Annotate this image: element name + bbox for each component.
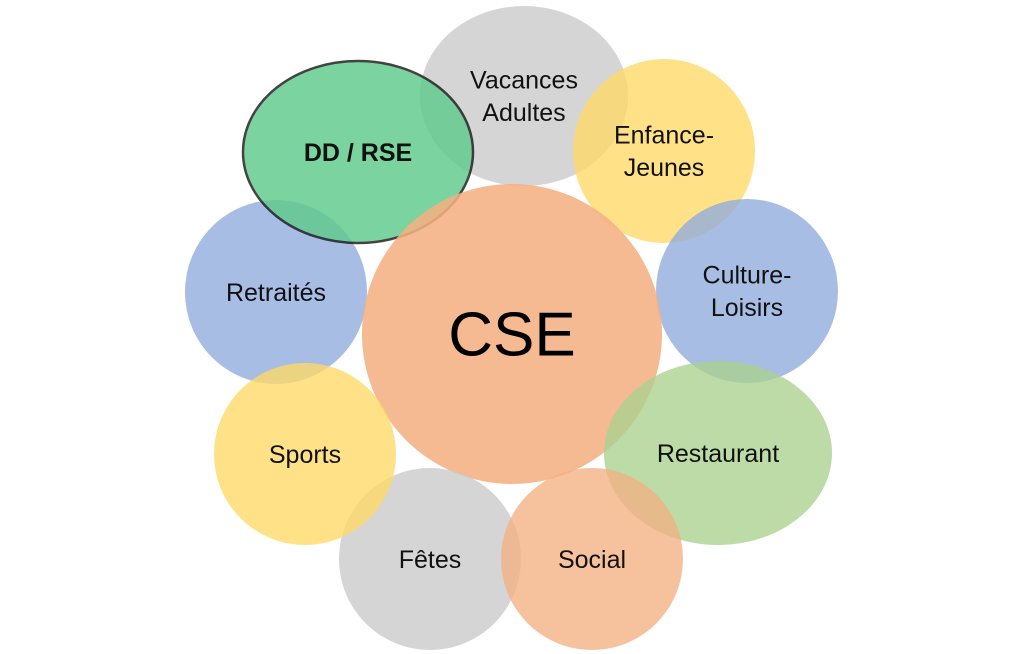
bubble-dd-rse: DD / RSE [241, 59, 475, 245]
center-bubble-label: CSE [448, 301, 575, 370]
bubble-restaurant-line-0: Restaurant [657, 440, 779, 468]
bubble-sports-shape [214, 363, 396, 545]
bubble-restaurant: Restaurant [604, 361, 832, 545]
bubble-enfance-jeunes-line-0: Enfance- [614, 122, 714, 150]
bubble-dd-rse-shape [241, 59, 475, 245]
center-bubble: CSE [362, 184, 662, 484]
bubble-retraites-shape [185, 200, 367, 384]
bubble-fetes-label: Fêtes [399, 546, 462, 574]
bubble-vacances-adultes-line-0: Vacances [470, 67, 578, 95]
bubble-restaurant-label: Restaurant [657, 440, 779, 468]
bubble-retraites-line-0: Retraités [226, 279, 326, 307]
bubble-social-line-0: Social [558, 546, 626, 574]
bubble-fetes-line-0: Fêtes [399, 546, 462, 574]
bubble-sports-line-0: Sports [269, 441, 341, 469]
bubble-culture-loisirs-line-0: Culture- [703, 262, 792, 290]
bubble-culture-loisirs-line-1: Loisirs [711, 294, 783, 322]
bubble-enfance-jeunes-line-1: Jeunes [624, 154, 705, 182]
bubble-enfance-jeunes: Enfance- Jeunes [573, 59, 755, 243]
center-bubble-shape [362, 184, 662, 484]
bubble-retraites: Retraités [185, 200, 367, 384]
bubble-social-shape [501, 468, 683, 650]
bubble-enfance-jeunes-shape [573, 59, 755, 243]
bubble-fetes-shape [339, 468, 521, 650]
bubble-social: Social [501, 468, 683, 650]
bubble-culture-loisirs-label: Culture- Loisirs [703, 262, 792, 323]
bubble-dd-rse-line-0: DD / RSE [304, 139, 412, 167]
bubble-restaurant-shape [604, 361, 832, 545]
bubble-enfance-jeunes-label: Enfance- Jeunes [614, 122, 714, 183]
bubble-culture-loisirs-shape [656, 199, 838, 383]
bubble-fetes: Fêtes [339, 468, 521, 650]
bubble-sports-label: Sports [269, 441, 341, 469]
bubble-sports: Sports [214, 363, 396, 545]
bubble-retraites-label: Retraités [226, 279, 326, 307]
bubble-culture-loisirs: Culture- Loisirs [656, 199, 838, 383]
bubble-vacances-adultes-line-1: Adultes [482, 99, 565, 127]
bubble-social-label: Social [558, 546, 626, 574]
bubble-dd-rse-label: DD / RSE [304, 139, 412, 167]
